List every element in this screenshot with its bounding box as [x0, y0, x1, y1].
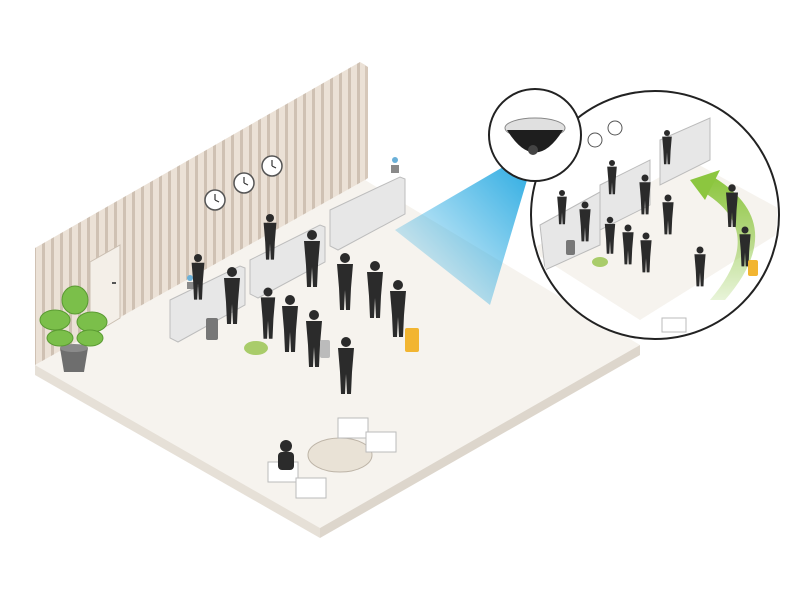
person-silhouette — [390, 280, 406, 337]
person-silhouette — [191, 254, 205, 300]
camera-view-inset — [530, 90, 780, 340]
person-silhouette — [338, 337, 354, 394]
person-silhouette — [304, 230, 320, 287]
person-silhouette — [224, 267, 240, 324]
person-silhouette — [622, 224, 634, 265]
desk-flowers — [187, 157, 399, 289]
person-silhouette — [282, 295, 298, 352]
person-silhouette — [367, 261, 383, 318]
person-silhouette — [739, 226, 751, 267]
person-silhouette — [260, 287, 276, 339]
person-silhouette — [579, 201, 591, 242]
person-silhouette — [662, 130, 672, 165]
lounge-area — [267, 417, 397, 499]
person-silhouette — [263, 214, 277, 260]
person-silhouette — [306, 310, 322, 367]
person-silhouette — [640, 232, 652, 273]
luggage — [206, 318, 419, 358]
people-silhouettes — [191, 214, 406, 394]
person-silhouette — [604, 216, 616, 254]
dome-camera-icon — [488, 88, 582, 182]
person-silhouette — [607, 160, 617, 195]
person-silhouette — [662, 194, 674, 235]
person-silhouette — [694, 246, 706, 287]
camera-field-of-view — [395, 160, 530, 305]
person-silhouette — [726, 184, 738, 227]
wall-clocks — [204, 155, 283, 211]
person-silhouette — [337, 253, 353, 310]
person-silhouette — [557, 190, 567, 225]
potted-plant — [39, 285, 108, 372]
person-silhouette — [639, 174, 651, 215]
